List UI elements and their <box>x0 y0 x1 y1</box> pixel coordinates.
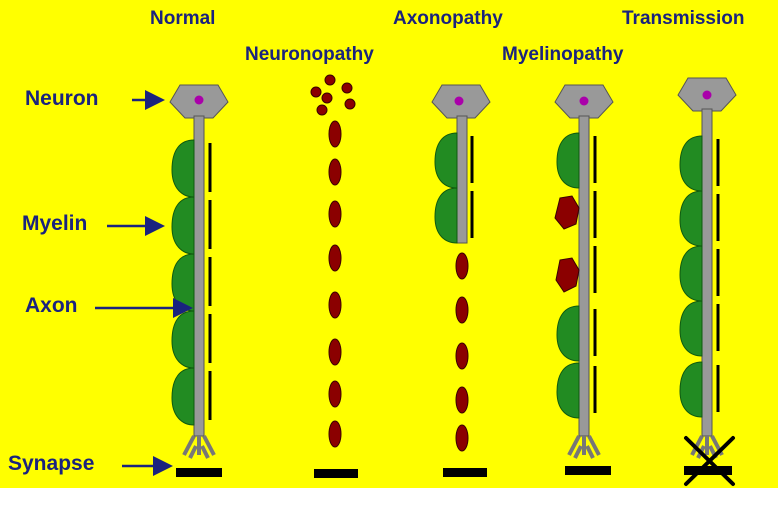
title-myelinopathy: Myelinopathy <box>502 44 623 66</box>
label-axon: Axon <box>25 294 78 318</box>
nucleus <box>455 97 464 106</box>
axon-terminals <box>184 436 214 458</box>
blocked-cross-icon <box>686 438 733 484</box>
nucleus <box>703 91 712 100</box>
myelin-sheaths <box>680 136 702 417</box>
myelin-sheaths <box>172 140 194 425</box>
title-normal: Normal <box>150 8 215 30</box>
synapse-bar <box>176 468 222 477</box>
title-transmission: Transmission <box>622 8 745 30</box>
axon-fragments <box>329 121 341 447</box>
nucleus <box>580 97 589 106</box>
axon <box>579 116 589 436</box>
neuron-transmission <box>678 78 736 484</box>
myelin-sheaths <box>435 133 457 243</box>
demyelinated-fragments <box>555 196 579 292</box>
cell-body-fragments <box>311 75 355 115</box>
label-neuron: Neuron <box>25 87 99 111</box>
nucleus <box>195 96 204 105</box>
neuron-myelinopathy <box>555 85 613 475</box>
neuron-neuronopathy <box>311 75 358 478</box>
neuron-axonopathy <box>432 85 490 477</box>
neuron-normal <box>170 85 228 477</box>
label-myelin: Myelin <box>22 212 87 236</box>
axon <box>194 116 204 436</box>
synapse-bar <box>565 466 611 475</box>
synapse-bar <box>314 469 358 478</box>
axon-stump <box>457 116 467 243</box>
axon-terminals <box>569 436 599 458</box>
synapse-bar <box>443 468 487 477</box>
axon-fragments <box>456 253 468 451</box>
label-synapse: Synapse <box>8 452 94 476</box>
title-axonopathy: Axonopathy <box>393 8 503 30</box>
title-neuronopathy: Neuronopathy <box>245 44 374 66</box>
axon <box>702 109 712 436</box>
